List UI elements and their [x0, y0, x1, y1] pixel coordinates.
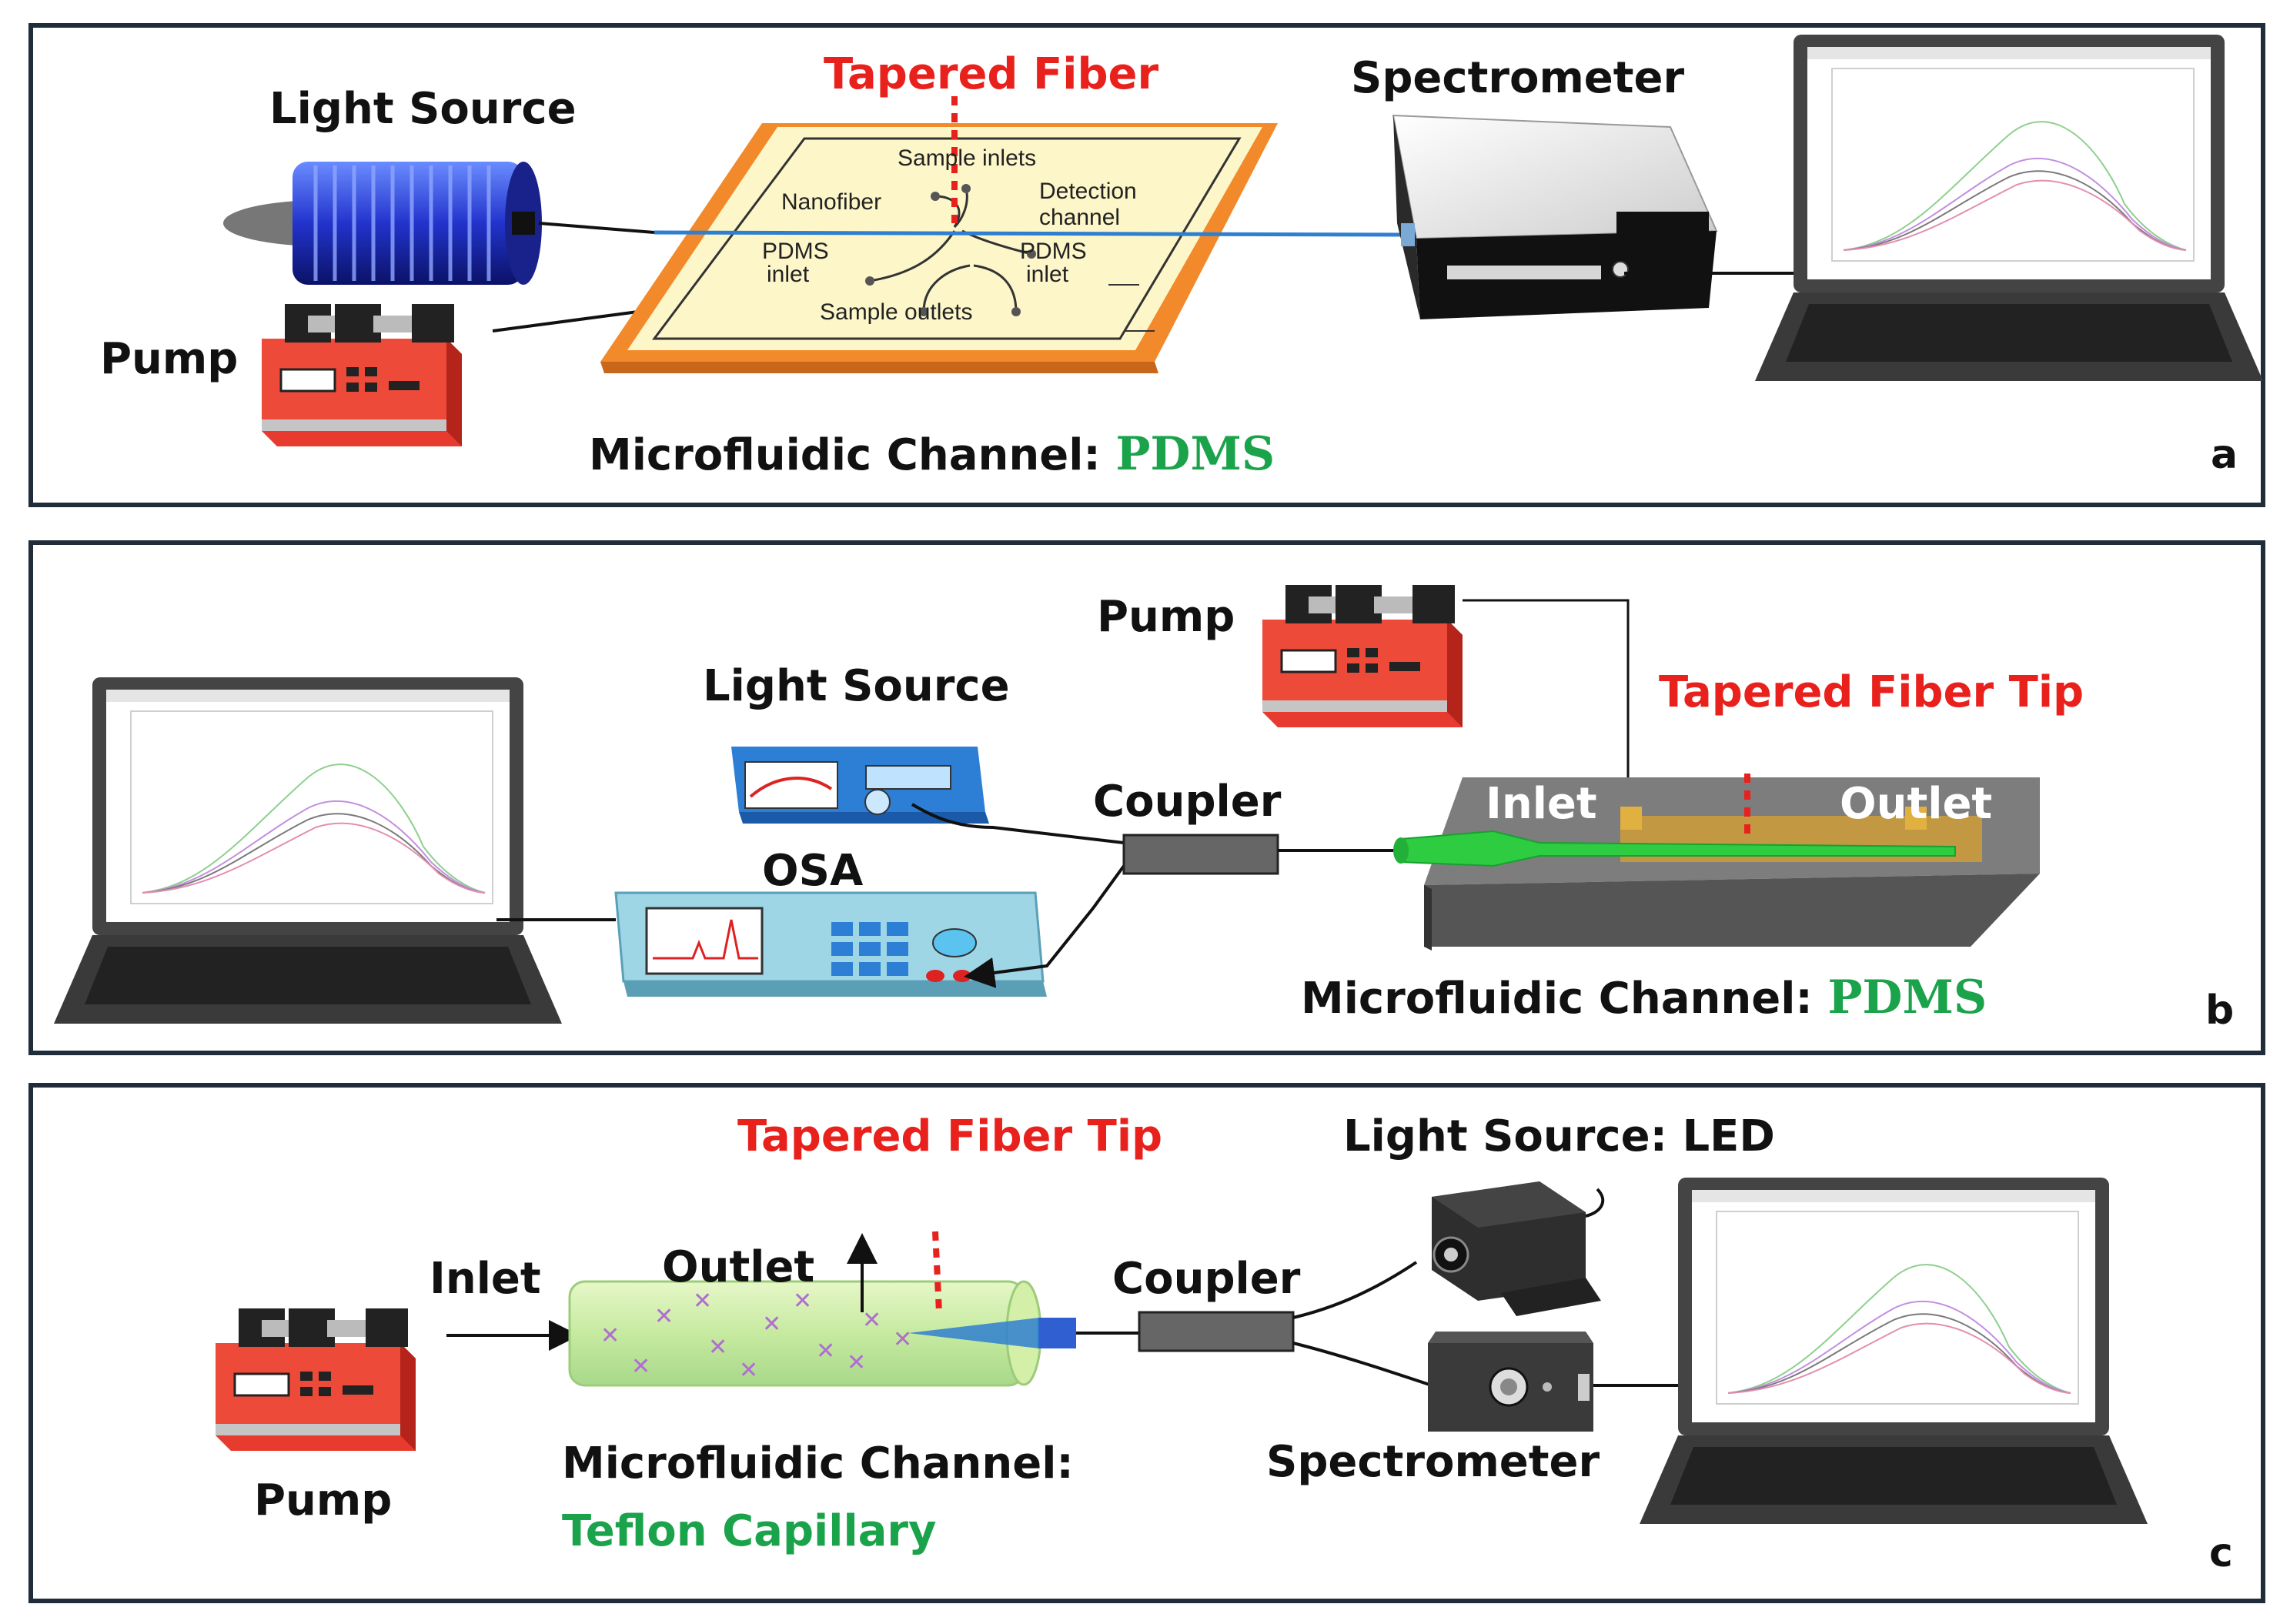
- spectrometer-c: [1428, 1332, 1593, 1432]
- laptop-a: [1754, 34, 2264, 382]
- coupler-b: [1122, 834, 1279, 875]
- outlet-label-c: Outlet: [662, 1242, 814, 1292]
- spectrometer-label-a: Spectrometer: [1351, 53, 1685, 103]
- pump-label-a: Pump: [100, 334, 238, 384]
- svg-text:✕: ✕: [739, 1357, 758, 1384]
- spectrometer-label-c: Spectrometer: [1266, 1437, 1600, 1487]
- channel-label-a: Microfluidic Channel: PDMS: [589, 427, 1275, 481]
- channel-label: channel: [1039, 205, 1120, 230]
- svg-text:✕: ✕: [654, 1303, 674, 1330]
- pdms-inlet-right-label: PDMS: [1020, 239, 1087, 264]
- pump-label-c: Pump: [254, 1475, 392, 1525]
- pump-label-b: Pump: [1097, 592, 1235, 642]
- led-light-source: [1432, 1181, 1605, 1316]
- panel-letter-c: c: [2209, 1530, 2233, 1576]
- pump-b: [1261, 583, 1464, 729]
- osa-box: [614, 891, 1047, 997]
- channel-label-c: Microfluidic Channel:: [562, 1439, 1074, 1489]
- pdms-inlet-right-label-2: inlet: [1026, 262, 1069, 287]
- pdms-inlet-left-label: PDMS: [762, 239, 829, 264]
- tapered-fiber-label-a: Tapered Fiber: [824, 49, 1159, 99]
- coupler-c: [1138, 1311, 1295, 1352]
- pump-c: [214, 1307, 417, 1452]
- pump-a: [260, 302, 463, 448]
- svg-text:✕: ✕: [793, 1288, 812, 1315]
- panel-c-frame: [28, 1083, 2265, 1603]
- nanofiber-label: Nanofiber: [781, 189, 881, 215]
- outlet-label-b: Outlet: [1840, 779, 1992, 829]
- teflon-capillary: ✕✕✕ ✕✕✕ ✕✕✕ ✕✕✕: [568, 1280, 1076, 1387]
- teflon-capillary-label: Teflon Capillary: [562, 1506, 937, 1556]
- pdms-block-b: [1393, 777, 2040, 951]
- panel-letter-b: b: [2205, 987, 2234, 1034]
- sample-outlets-label: Sample outlets: [820, 299, 972, 325]
- inlet-label-b: Inlet: [1486, 779, 1597, 829]
- light-source-label-b: Light Source: [703, 661, 1010, 711]
- sample-inlets-label: Sample inlets: [898, 145, 1036, 171]
- osa-label: OSA: [762, 846, 864, 896]
- light-source-cylinder-a: [223, 162, 542, 285]
- coupler-label-b: Coupler: [1093, 777, 1282, 827]
- light-source-box-b: [731, 747, 989, 824]
- panel-a-frame: [28, 23, 2265, 507]
- svg-text:✕: ✕: [693, 1288, 712, 1315]
- spectrometer-a: [1392, 114, 1718, 319]
- svg-text:✕: ✕: [893, 1326, 912, 1353]
- tapered-fiber-tip-label-c: Tapered Fiber Tip: [737, 1111, 1162, 1161]
- light-source-label-a: Light Source: [269, 84, 577, 134]
- panel-b-frame: [28, 540, 2265, 1055]
- detection-label: Detection: [1039, 179, 1137, 204]
- panel-letter-a: a: [2211, 432, 2238, 478]
- tapered-fiber-tip-label-b: Tapered Fiber Tip: [1659, 667, 2084, 717]
- laptop-b: [53, 677, 563, 1024]
- svg-text:✕: ✕: [762, 1311, 781, 1338]
- svg-text:✕: ✕: [816, 1338, 835, 1365]
- laptop-c: [1639, 1177, 2148, 1525]
- channel-label-b: Microfluidic Channel: PDMS: [1301, 971, 1987, 1024]
- light-source-led-label: Light Source: LED: [1343, 1111, 1775, 1161]
- pdms-inlet-left-label-2: inlet: [767, 262, 810, 287]
- pdms-chip-a: [600, 123, 1278, 373]
- svg-text:✕: ✕: [862, 1307, 881, 1334]
- svg-text:✕: ✕: [600, 1322, 620, 1349]
- svg-text:✕: ✕: [631, 1353, 650, 1380]
- inlet-label-c: Inlet: [430, 1254, 541, 1304]
- svg-text:✕: ✕: [847, 1349, 866, 1376]
- coupler-label-c: Coupler: [1112, 1254, 1301, 1304]
- svg-text:✕: ✕: [708, 1334, 727, 1361]
